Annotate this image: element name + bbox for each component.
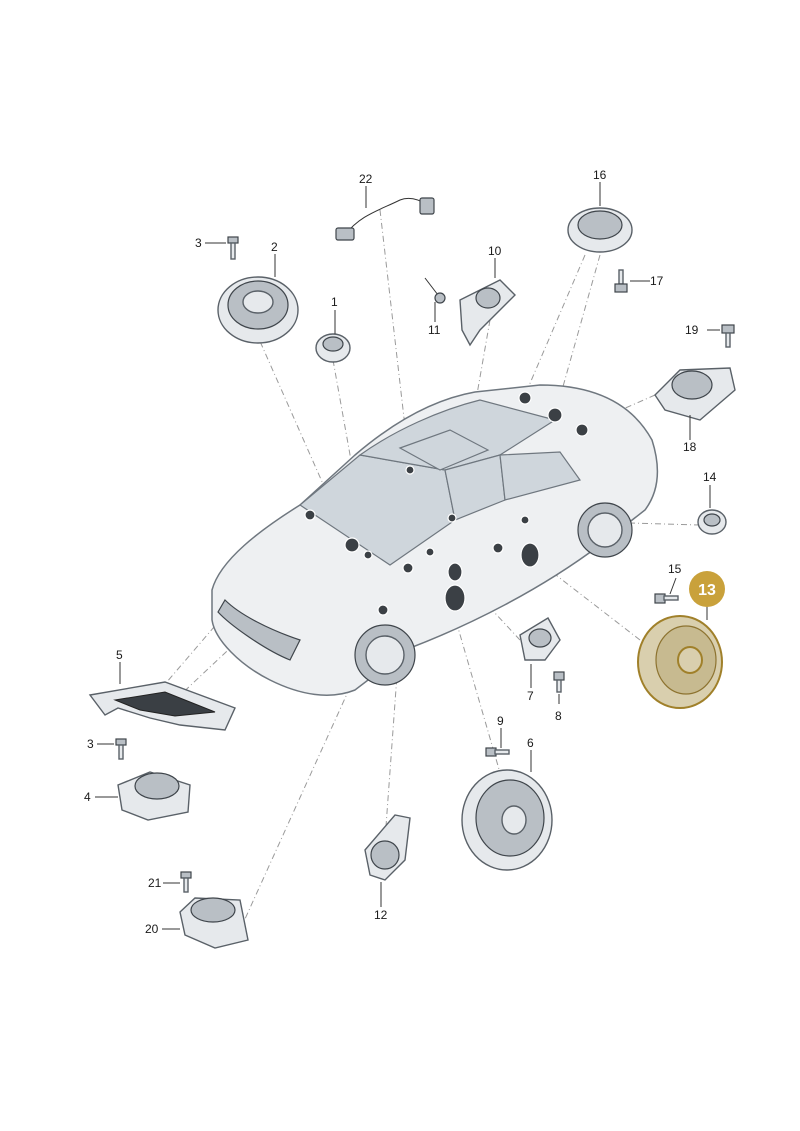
callout-9: 9 [497,714,504,728]
highlight-badge [689,571,725,607]
callout-20: 20 [145,922,159,936]
screw-3-top [227,236,239,260]
cable-22 [335,197,435,241]
callout-21: 21 [148,876,162,890]
callout-8: 8 [555,709,562,723]
speaker-13-highlighted [637,615,723,709]
callout-14: 14 [703,470,717,484]
speaker-6 [461,769,553,871]
callout-18: 18 [683,440,697,454]
callout-3-bottom: 3 [87,737,94,751]
callout-10: 10 [488,244,502,258]
tweeter-7 [519,617,561,661]
callout-13-highlight: 13 [689,571,725,620]
speaker-4 [117,771,191,821]
trim-frame-5 [88,681,236,731]
tweeter-14 [697,509,727,535]
callout-7: 7 [527,689,534,703]
tweeter-12 [364,814,411,881]
screw-17 [614,269,628,293]
speaker-16 [567,207,633,253]
screw-15 [654,593,679,604]
callout-2: 2 [271,240,278,254]
callout-13: 13 [698,582,716,599]
callout-4: 4 [84,790,91,804]
tweeter-1 [315,333,351,363]
speaker-positions [304,391,589,616]
screw-21 [180,871,192,893]
car-body [211,384,659,696]
rivet-11 [424,277,446,304]
callout-1: 1 [331,295,338,309]
callout-16: 16 [593,168,607,182]
bracket-10 [459,279,516,347]
callout-6: 6 [527,736,534,750]
screw-9 [485,747,510,757]
screw-19 [721,324,735,348]
callout-leaders [95,182,720,930]
callout-labels: 1 2 3 3 4 5 6 7 8 9 10 11 12 14 15 16 17… [84,168,717,936]
callout-11: 11 [428,323,441,337]
speaker-2 [217,276,299,344]
speaker-18 [654,367,736,421]
callout-15: 15 [668,562,682,576]
callout-19: 19 [685,323,699,337]
speaker-20 [179,897,249,949]
callout-22: 22 [359,172,373,186]
screw-8 [553,671,565,693]
callout-5: 5 [116,648,123,662]
callout-12: 12 [374,908,388,922]
screw-3-bottom [115,738,127,760]
callout-3-top: 3 [195,236,202,250]
callout-17: 17 [650,274,664,288]
